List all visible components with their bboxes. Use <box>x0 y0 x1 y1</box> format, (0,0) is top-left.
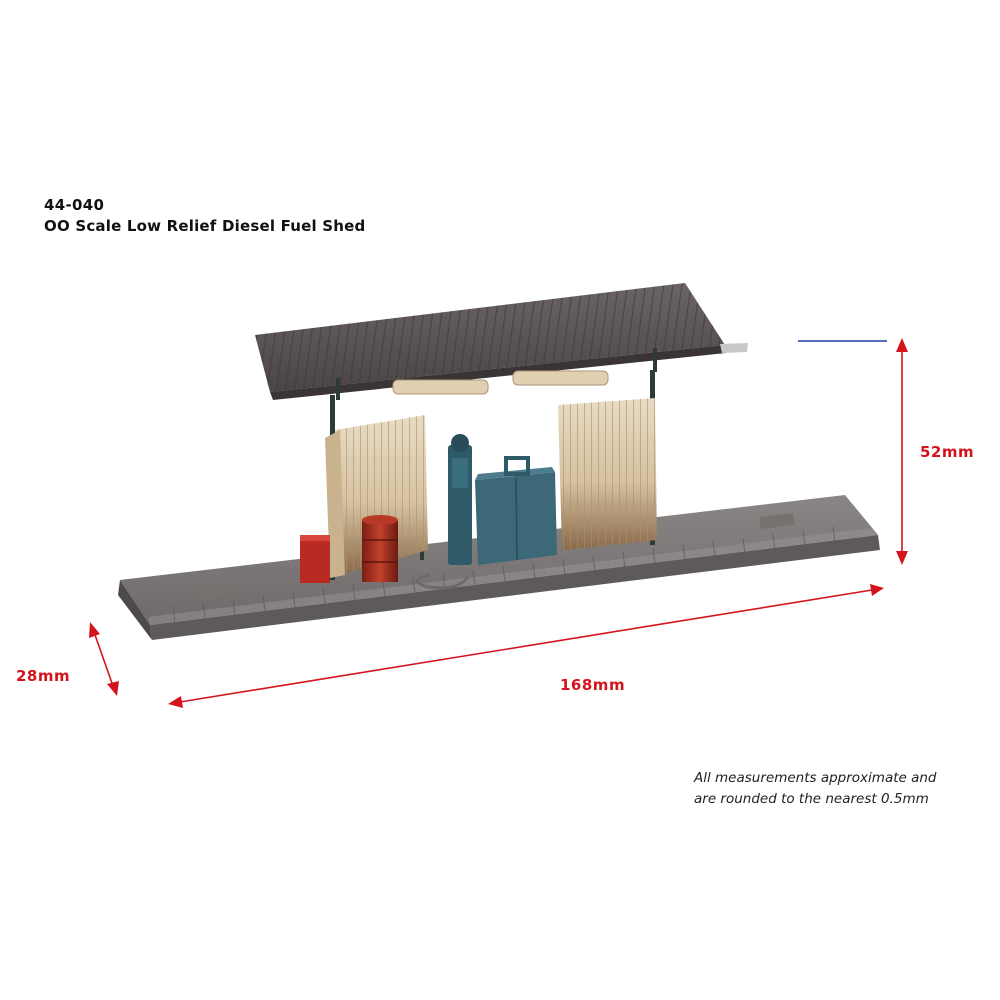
depth-label: 28mm <box>16 667 71 685</box>
oil-drum <box>362 515 398 582</box>
corrugated-panel-left <box>325 415 428 578</box>
height-dimension-arrow <box>896 338 908 565</box>
height-label: 52mm <box>920 443 975 461</box>
roof-lamps <box>392 370 609 395</box>
corrugated-panel-right <box>558 398 657 550</box>
shed-roof <box>255 283 748 400</box>
width-label: 168mm <box>560 676 626 694</box>
measurement-note: All measurements approximate and are rou… <box>694 768 937 810</box>
product-code: 44-040 <box>44 196 105 214</box>
measurement-note-line-2: are rounded to the nearest 0.5mm <box>694 791 929 807</box>
fuel-can <box>300 535 330 583</box>
depth-dimension-arrow <box>89 622 119 696</box>
measurement-note-line-1: All measurements approximate and <box>694 770 937 786</box>
width-dimension-arrow <box>168 584 884 708</box>
fuel-cabinet <box>475 456 557 565</box>
product-title: OO Scale Low Relief Diesel Fuel Shed <box>44 217 366 235</box>
fuel-pump <box>415 434 472 590</box>
